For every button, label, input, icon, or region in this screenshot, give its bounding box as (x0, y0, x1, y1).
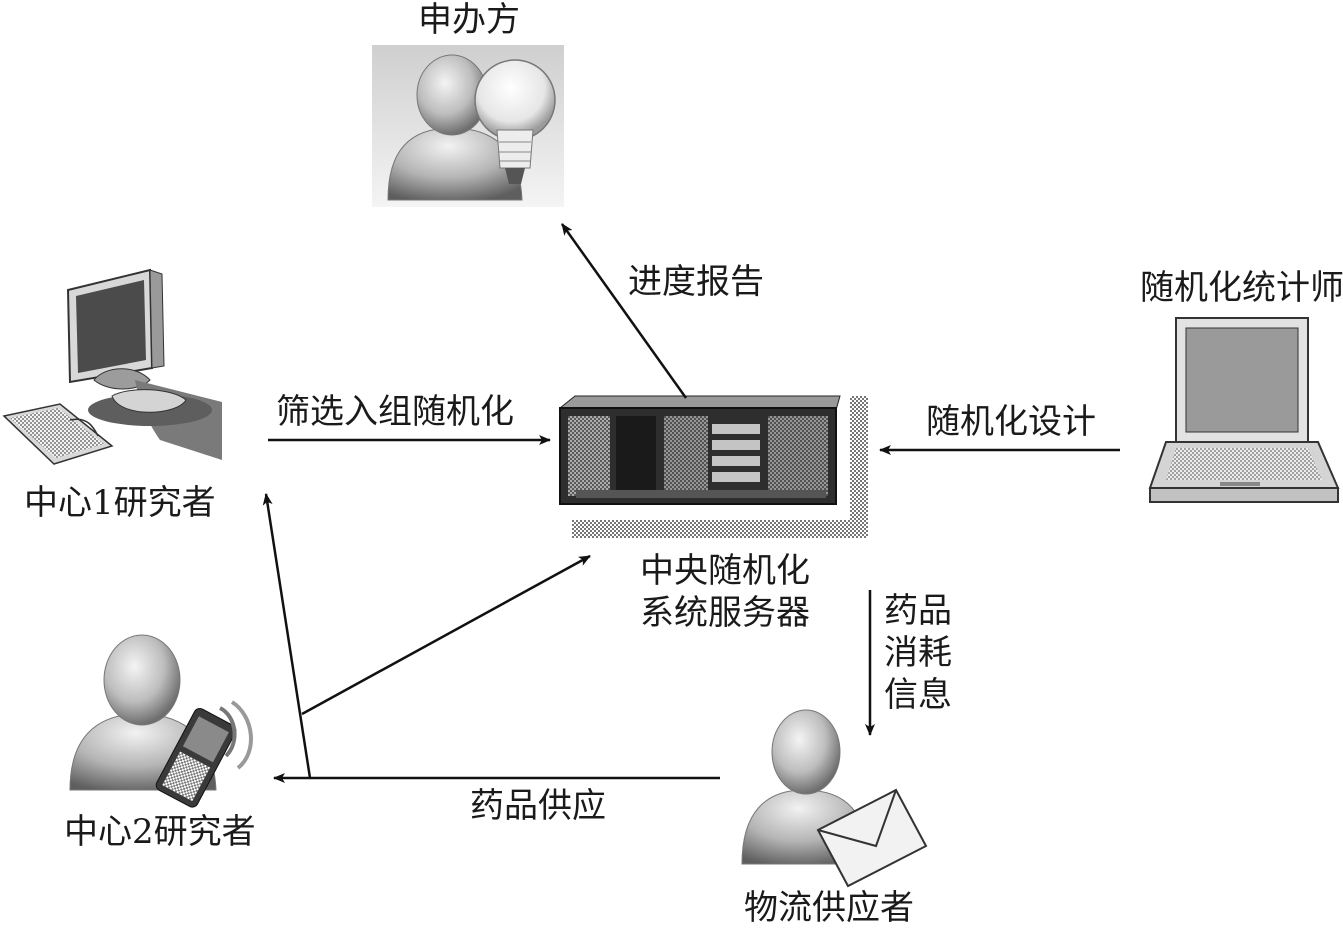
edge-site2-to-site1 (262, 493, 312, 779)
site2-investigator-label: 中心2研究者 (64, 812, 256, 852)
drug-consumption-label: 药品 消耗 信息 (880, 590, 956, 716)
sponsor-label: 申办方 (418, 0, 520, 40)
randomization-design-label: 随机化设计 (926, 402, 1096, 442)
statistician-label: 随机化统计师 (1140, 268, 1343, 308)
sponsor-icon (372, 45, 564, 207)
site1-investigator-label: 中心1研究者 (24, 483, 216, 523)
drug-consumption-label-line2: 消耗 (884, 633, 952, 673)
central-server-icon (558, 395, 868, 538)
envelope-icon (816, 788, 928, 888)
central-server-label-line2: 系统服务器 (640, 593, 810, 633)
edge-progress-report (560, 223, 688, 399)
logistics-supplier-label: 物流供应者 (744, 888, 914, 928)
logistics-user-icon (741, 709, 928, 888)
central-server-label: 中央随机化 系统服务器 (630, 550, 820, 634)
screening-randomization-label: 筛选入组随机化 (276, 392, 514, 432)
drug-supply-label: 药品供应 (470, 786, 606, 826)
central-server-label-line1: 中央随机化 (640, 551, 810, 591)
drug-consumption-label-line3: 信息 (884, 675, 952, 715)
drug-consumption-label-line1: 药品 (884, 591, 952, 631)
laptop-icon (1148, 317, 1340, 503)
desktop-computer-icon (2, 268, 222, 465)
progress-report-label: 进度报告 (628, 262, 764, 302)
edge-site2-to-server (301, 554, 591, 716)
phone-user-icon (69, 634, 253, 808)
